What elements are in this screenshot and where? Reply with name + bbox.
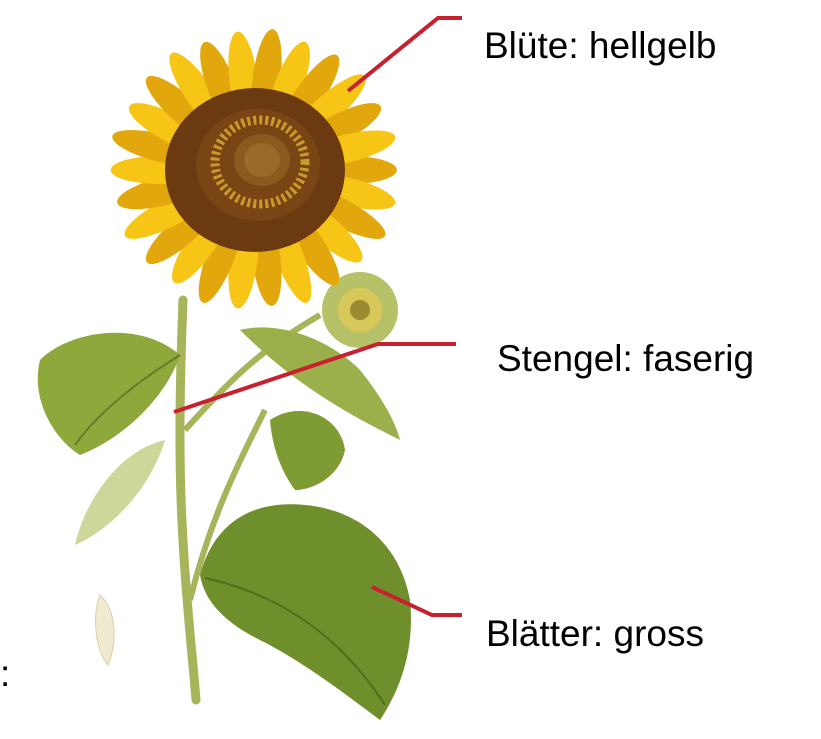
leaf-pale (75, 440, 165, 545)
sunflower-illustration (38, 27, 411, 720)
leaf-right-small (270, 411, 345, 490)
leaf-large (200, 504, 411, 720)
leaf-wilted (96, 595, 115, 665)
stray-colon-text: : (0, 655, 10, 692)
label-blaetter: Blätter: gross (486, 615, 704, 652)
label-stengel: Stengel: faserig (497, 340, 754, 377)
leaf-left (38, 333, 180, 455)
main-stem (180, 300, 196, 700)
label-bluete: Blüte: hellgelb (484, 27, 716, 64)
